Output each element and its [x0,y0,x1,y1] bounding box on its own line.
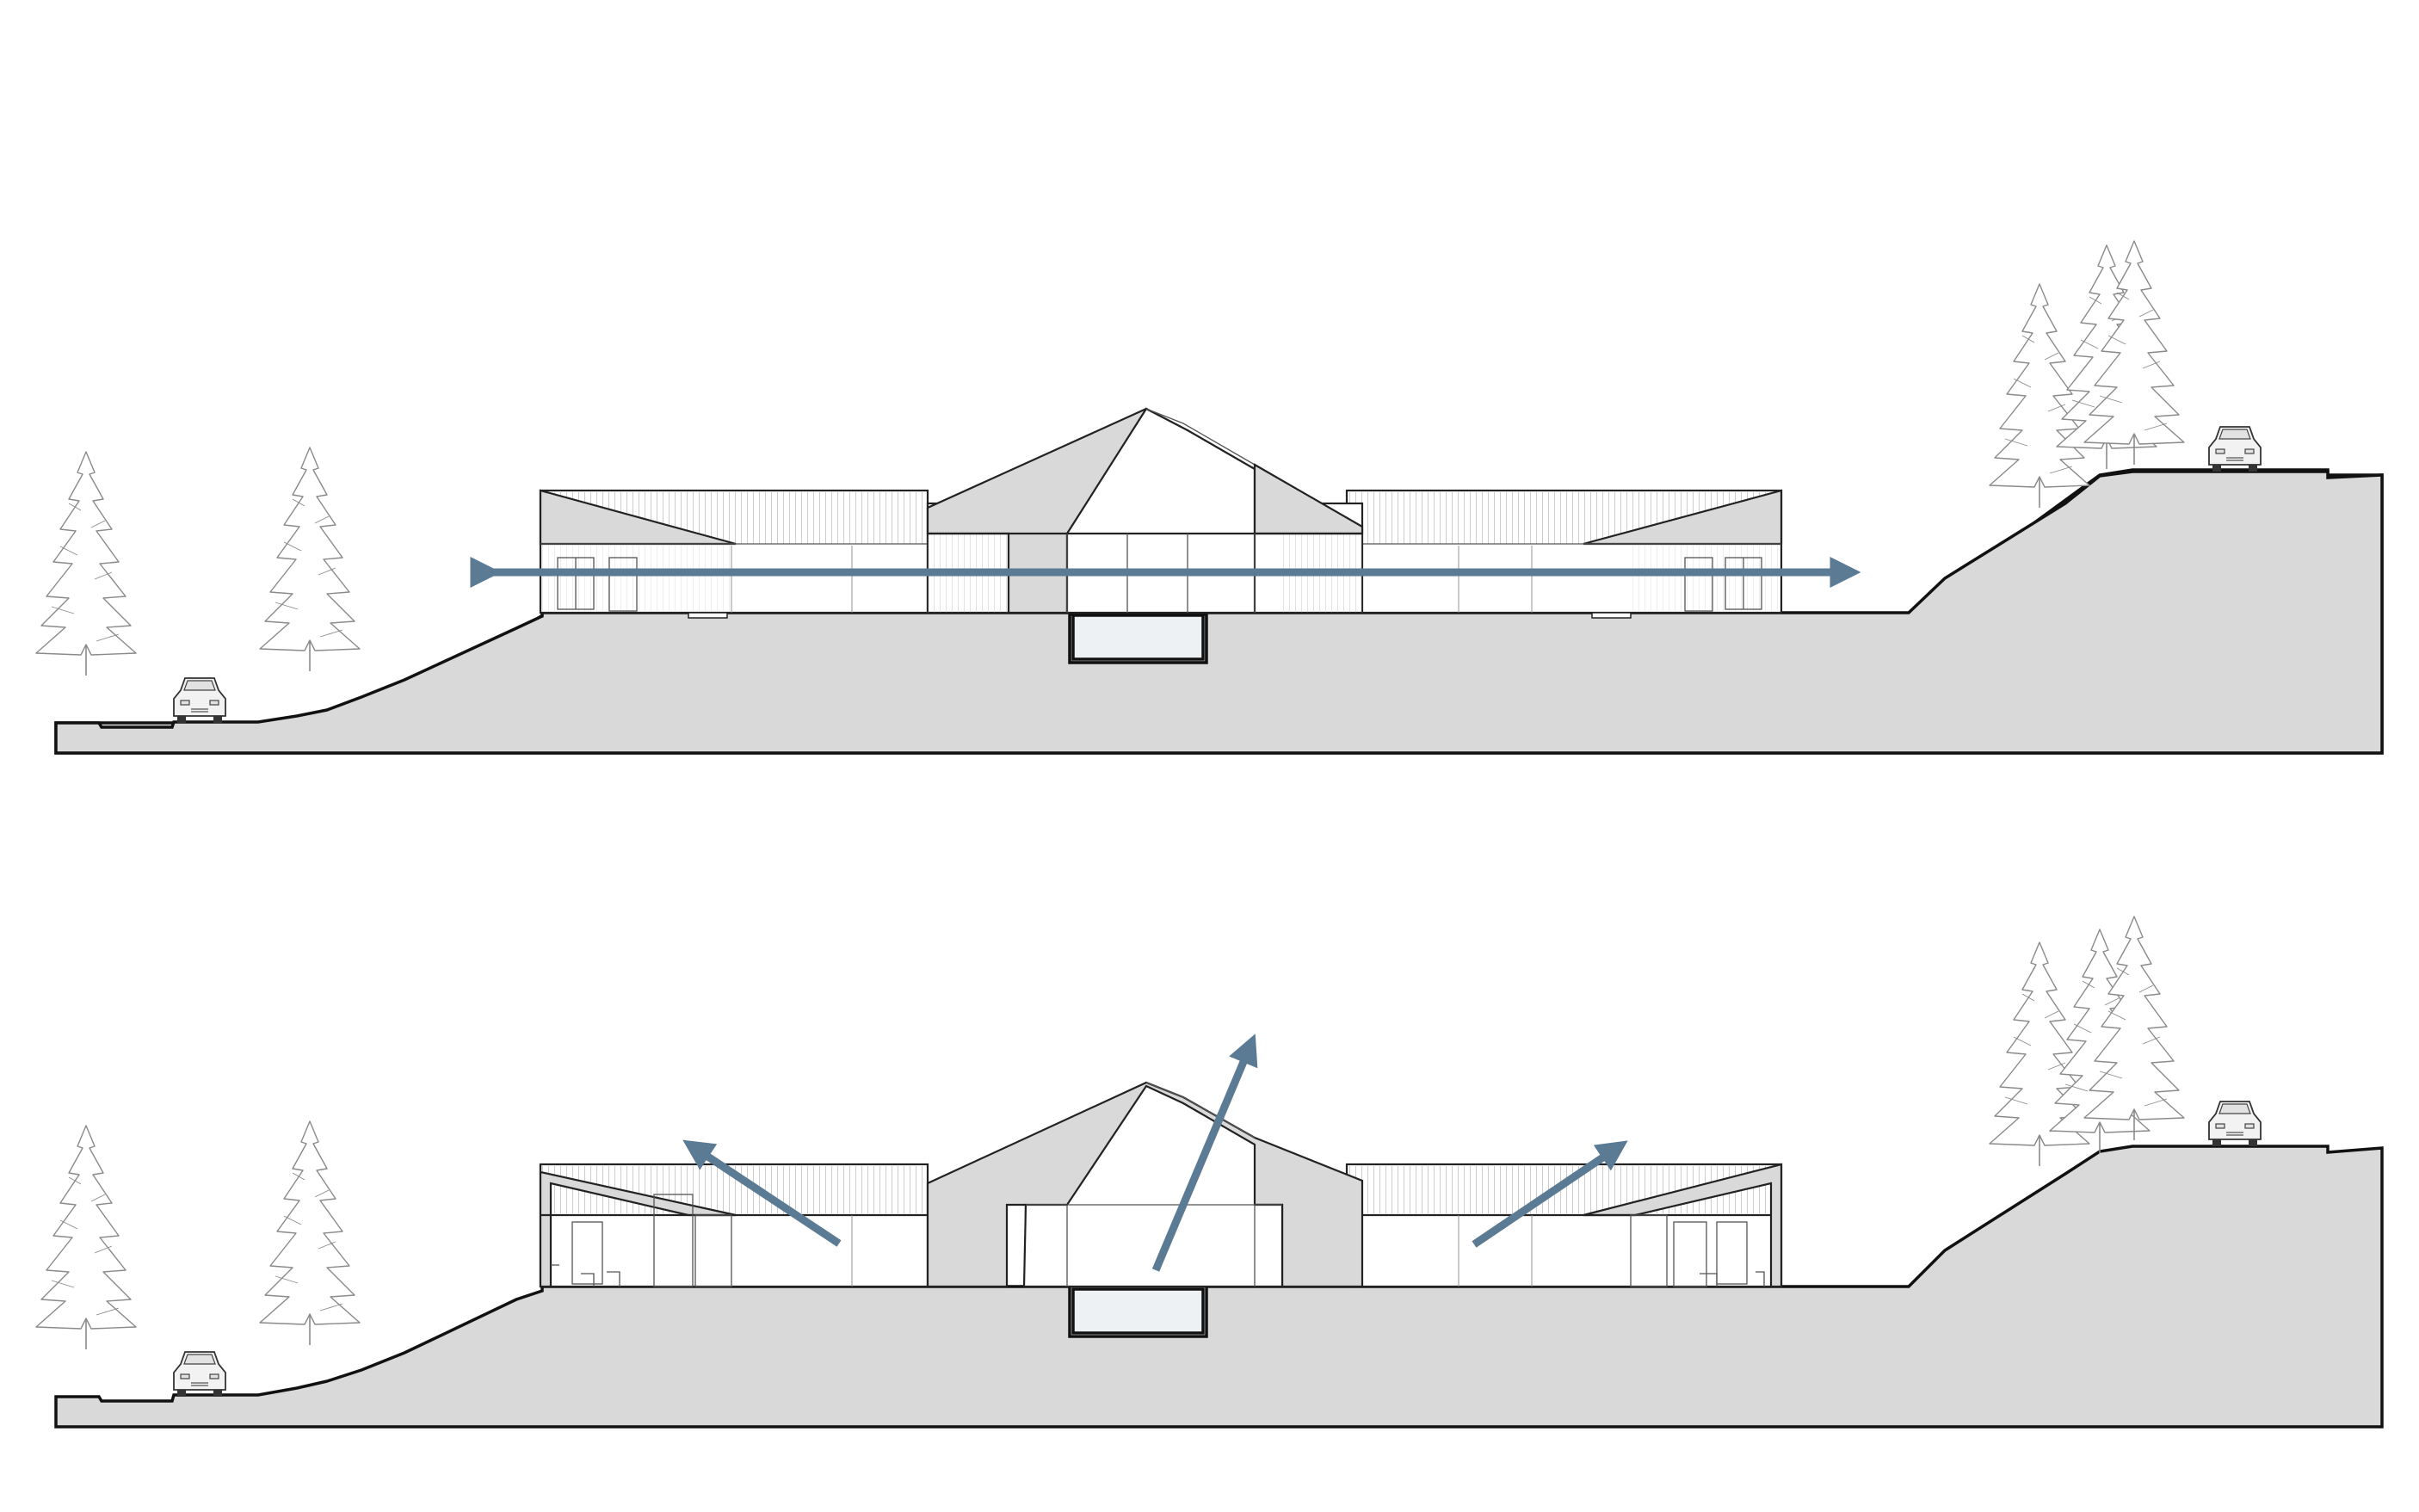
tree-icon [35,451,137,676]
pool-upper [1071,614,1205,661]
central-hall-upper [926,407,1364,614]
left-ventilation-arrow [682,1139,842,1247]
car-icon [173,1351,226,1398]
tree-icon [35,1125,137,1350]
left-wing-upper [539,489,929,619]
lower-section [35,916,2384,1429]
upper-section [35,240,2384,755]
left-wing-lower [539,1163,929,1288]
right-ventilation-arrow [1472,1140,1628,1248]
tree-icon [1989,941,2090,1167]
right-wing-upper [1345,489,1783,619]
central-hall-lower [926,1081,1364,1288]
pool-lower [1071,1287,1205,1335]
center-ventilation-arrow [1151,1034,1258,1272]
tree-icon [1989,283,2090,509]
car-icon [173,677,226,724]
tree-icon [259,447,361,672]
car-icon [2208,1101,2262,1147]
car-icon [2208,426,2262,472]
tree-icon [259,1120,361,1346]
